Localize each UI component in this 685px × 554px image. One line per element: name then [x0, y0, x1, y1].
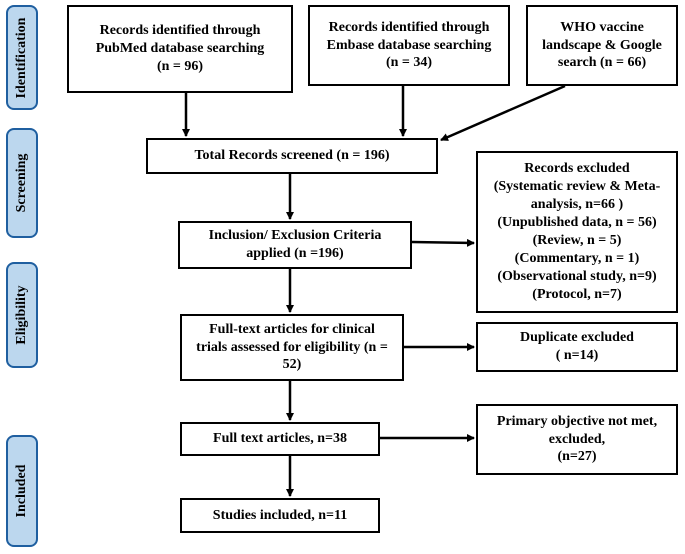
- box-fulltext-articles: Full text articles, n=38: [180, 422, 380, 456]
- box-pubmed-records: Records identified through PubMed databa…: [67, 5, 293, 93]
- box-who-google-records: WHO vaccine landscape & Google search (n…: [526, 5, 678, 86]
- phase-identification: Identification: [6, 5, 38, 110]
- arrow-criteria-to-excluded: [411, 238, 475, 247]
- box-fulltext-assessed: Full-text articles for clinical trials a…: [180, 314, 404, 381]
- phase-eligibility: Eligibility: [6, 262, 38, 368]
- phase-screening: Screening: [6, 128, 38, 238]
- arrow-who-to-screened: [440, 84, 566, 142]
- box-criteria-applied: Inclusion/ Exclusion Criteria applied (n…: [178, 221, 412, 269]
- phase-included: Included: [6, 435, 38, 547]
- box-primary-objective-excluded: Primary objective not met, excluded, (n=…: [476, 404, 678, 475]
- box-studies-included: Studies included, n=11: [180, 498, 380, 533]
- box-total-screened: Total Records screened (n = 196): [146, 138, 438, 174]
- box-duplicate-excluded: Duplicate excluded ( n=14): [476, 322, 678, 372]
- box-records-excluded: Records excluded (Systematic review & Me…: [476, 151, 678, 313]
- box-embase-records: Records identified through Embase databa…: [308, 5, 510, 86]
